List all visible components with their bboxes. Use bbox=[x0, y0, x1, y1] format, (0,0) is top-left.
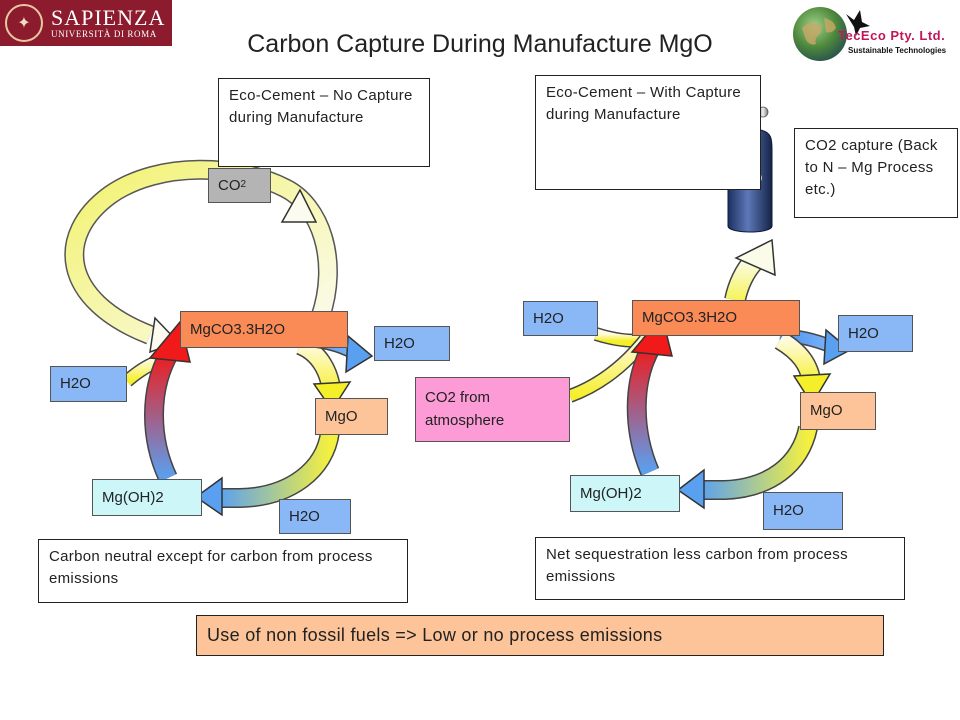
right-water-out-top-label: H2O bbox=[838, 315, 913, 352]
left-hydroxide-label: Mg(OH)2 bbox=[92, 479, 202, 516]
right-carbonate-label: MgCO3.3H2O bbox=[632, 300, 800, 336]
left-water-in-label: H2O bbox=[50, 366, 127, 402]
company-name: TecEco Pty. Ltd. bbox=[838, 28, 946, 43]
left-cycle-note: Carbon neutral except for carbon from pr… bbox=[38, 539, 408, 603]
tececo-logo: TecEco Pty. Ltd. Sustainable Technologie… bbox=[788, 2, 958, 66]
left-water-out-top-label: H2O bbox=[374, 326, 450, 361]
co2-source-label: CO2 from atmosphere bbox=[415, 377, 570, 442]
right-hydroxide-label: Mg(OH)2 bbox=[570, 475, 680, 512]
left-water-bottom-label: H2O bbox=[279, 499, 351, 534]
capture-note: CO2 capture (Back to N – Mg Process etc.… bbox=[794, 128, 958, 218]
university-seal-icon: ✦ bbox=[5, 4, 43, 42]
university-name: SAPIENZA bbox=[51, 4, 166, 30]
right-water-bottom-label: H2O bbox=[763, 492, 843, 530]
right-cycle-note: Net sequestration less carbon from proce… bbox=[535, 537, 905, 600]
left-co2-subscript: 2 bbox=[240, 179, 247, 191]
globe-bird-icon bbox=[793, 7, 870, 61]
left-water-out-arrowhead bbox=[345, 334, 374, 374]
right-cycle-caption: Eco-Cement – With Capture during Manufac… bbox=[535, 75, 761, 190]
left-carbonate-label: MgCO3.3H2O bbox=[180, 311, 348, 348]
left-co2-arrowhead bbox=[280, 188, 318, 223]
right-water-in-label: H2O bbox=[523, 301, 598, 336]
emissions-banner: Use of non fossil fuels => Low or no pro… bbox=[196, 615, 884, 656]
right-oxide-label: MgO bbox=[800, 392, 876, 430]
university-subtitle: UNIVERSITÀ DI ROMA bbox=[51, 28, 157, 39]
left-oxide-label: MgO bbox=[315, 398, 388, 435]
left-cycle-caption: Eco-Cement – No Capture during Manufactu… bbox=[218, 78, 430, 167]
sapienza-logo: ✦ SAPIENZA UNIVERSITÀ DI ROMA bbox=[0, 0, 172, 46]
left-co2-text: CO bbox=[218, 176, 241, 194]
page-title: Carbon Capture During Manufacture MgO bbox=[247, 30, 713, 58]
company-subtitle: Sustainable Technologies bbox=[848, 46, 947, 55]
